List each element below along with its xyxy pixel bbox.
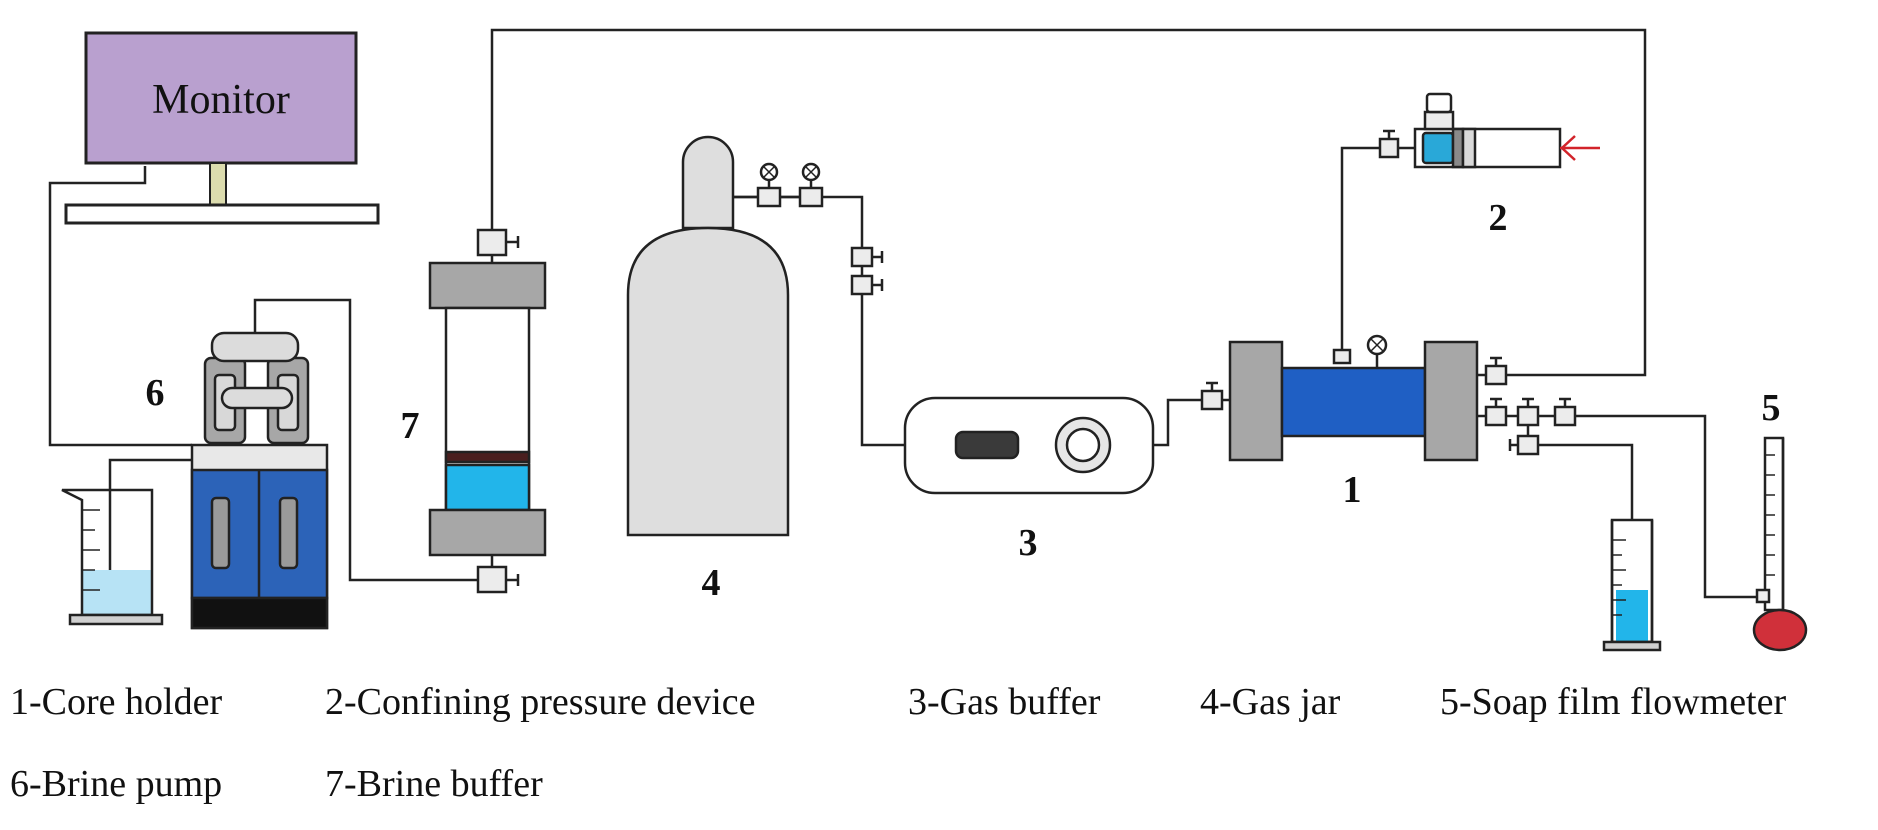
monitor-cable [48,166,192,447]
pipe-pump-outlet [253,298,478,582]
pipe-buffer-to-core [1153,398,1230,447]
pipe-confining [1340,146,1380,363]
legend-item-confining: 2-Confining pressure device [325,681,756,723]
monitor: Monitor [64,31,380,225]
brine-pump [190,331,329,630]
label-1: 1 [1343,469,1362,511]
soap-film-flowmeter [1752,436,1808,652]
beaker [61,488,164,626]
pipe-outlet-flowmeter [1575,414,1765,599]
label-4: 4 [702,562,721,604]
monitor-label: Monitor [152,77,290,123]
apparatus-schematic: Monitor [48,28,1808,652]
label-6: 6 [146,372,165,414]
pipe-outlet-cylinder [1538,443,1634,520]
legend-item-gas-jar: 4-Gas jar [1200,681,1341,723]
label-7: 7 [401,405,420,447]
legend: 1-Core holder 2-Confining pressure devic… [10,680,1870,830]
graduated-cylinder [1602,518,1662,652]
legend-item-flowmeter: 5-Soap film flowmeter [1440,681,1787,723]
confining-pressure-device [1378,92,1600,169]
legend-item-brine-buffer: 7-Brine buffer [325,763,543,805]
gas-jar [626,135,884,537]
brine-buffer [428,228,547,594]
label-2: 2 [1489,197,1508,239]
legend-item-brine-pump: 6-Brine pump [10,763,223,805]
label-5: 5 [1762,387,1781,429]
legend-item-gas-buffer: 3-Gas buffer [908,681,1101,723]
core-holder [1200,334,1577,462]
legend-item-core-holder: 1-Core holder [10,681,223,723]
gas-buffer [903,396,1155,495]
pipe-top-loop [490,28,1647,377]
label-3: 3 [1019,522,1038,564]
